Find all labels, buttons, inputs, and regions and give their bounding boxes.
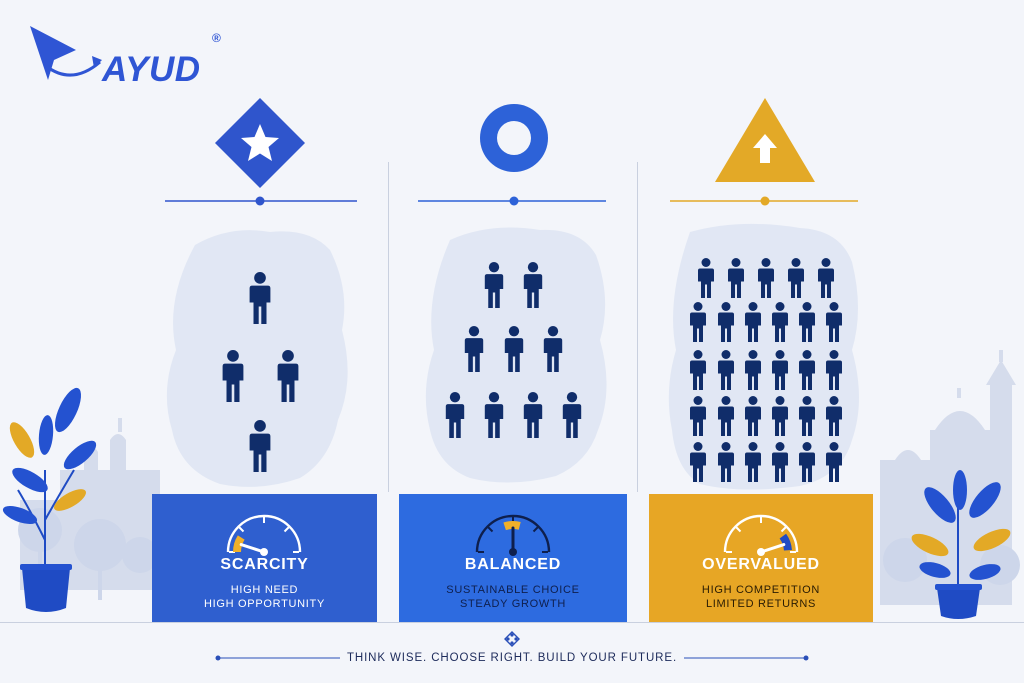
brand-logo: AYUD ® [26,22,236,89]
person-icon [690,302,706,342]
gauge-tick [283,526,290,533]
left-plant [2,387,97,612]
person-icon [222,350,244,402]
card-title: OVERVALUED [702,556,820,573]
gauge-hub [509,548,517,556]
person-icon [543,326,563,372]
person-icon [772,442,788,482]
person-icon [772,302,788,342]
person-icon [728,258,744,298]
card-title: BALANCED [464,556,562,573]
card-line-2: LIMITED RETURNS [705,598,817,610]
right-plant [911,470,1011,619]
person-icon [690,442,706,482]
person-icon [826,302,842,342]
gauge-tick [238,526,245,533]
person-icon [690,350,706,390]
column-divider-2 [637,162,638,492]
person-icon [523,262,543,308]
arrow-up-triangle-icon [715,98,815,182]
person-icon [826,442,842,482]
person-icon [826,350,842,390]
person-icon [698,258,714,298]
person-icon [249,272,271,324]
person-icon [484,262,504,308]
gauge-icon [475,514,551,556]
gauge-icon [226,514,302,556]
balanced-header-dot [509,196,519,206]
registered-mark: ® [212,31,221,45]
scarcity-card: SCARCITY HIGH NEED HIGH OPPORTUNITY [152,494,377,622]
ground-line [0,622,1024,623]
person-icon [718,302,734,342]
person-icon [772,350,788,390]
card-line-1: SUSTAINABLE CHOICE [446,584,580,596]
person-icon [745,442,761,482]
gauge-icon [723,514,799,556]
column-divider-1 [388,162,389,492]
gauge-tick [735,526,742,533]
arrow-cursor-icon [30,26,102,80]
person-icon [745,350,761,390]
gauge-tick [487,526,494,533]
person-icon [745,302,761,342]
person-icon [277,350,299,402]
person-icon [504,326,524,372]
person-icon [484,392,504,438]
card-line-2: HIGH OPPORTUNITY [203,598,325,610]
overvalued-header-dot [760,196,770,206]
gauge-fill [503,521,521,531]
ring-icon [480,104,548,172]
balanced-card: BALANCED SUSTAINABLE CHOICE STEADY GROWT… [399,494,627,622]
person-icon [799,302,815,342]
footer-ornament-lines [215,655,809,661]
mist-blob-left [166,230,348,487]
person-icon [718,396,734,436]
card-line-1: HIGH NEED [230,584,299,596]
person-icon [772,396,788,436]
gauge-hub [757,548,765,556]
person-icon [562,392,582,438]
gauge-needle [239,543,266,554]
scarcity-header-dot [255,196,265,206]
gauge-arc [723,514,799,553]
person-icon [799,396,815,436]
person-icon [690,396,706,436]
gauge-fill [779,533,792,551]
person-icon [464,326,484,372]
gauge-fill [233,535,245,553]
person-icon [826,396,842,436]
gauge-arc [475,514,551,553]
gauge-arc [226,514,302,553]
person-icon [745,396,761,436]
gauge-tick [532,526,539,533]
person-icon [818,258,834,298]
person-icon [249,420,271,472]
star-diamond-icon [215,98,305,188]
person-icon [445,392,465,438]
overvalued-card: OVERVALUED HIGH COMPETITION LIMITED RETU… [649,494,873,622]
card-title: SCARCITY [220,556,309,573]
person-icon [523,392,543,438]
person-icon [799,350,815,390]
gauge-hub [260,548,268,556]
person-icon [799,442,815,482]
person-icon [758,258,774,298]
person-icon [718,442,734,482]
person-icon [718,350,734,390]
card-line-2: STEADY GROWTH [459,598,567,610]
person-icon [788,258,804,298]
brand-name: AYUD [102,50,201,89]
diamond-ornament-icon [504,631,520,647]
footer-tagline: THINK WISE. CHOOSE RIGHT. BUILD YOUR FUT… [346,652,678,664]
card-line-1: HIGH COMPETITION [701,584,821,596]
gauge-tick [780,526,787,533]
